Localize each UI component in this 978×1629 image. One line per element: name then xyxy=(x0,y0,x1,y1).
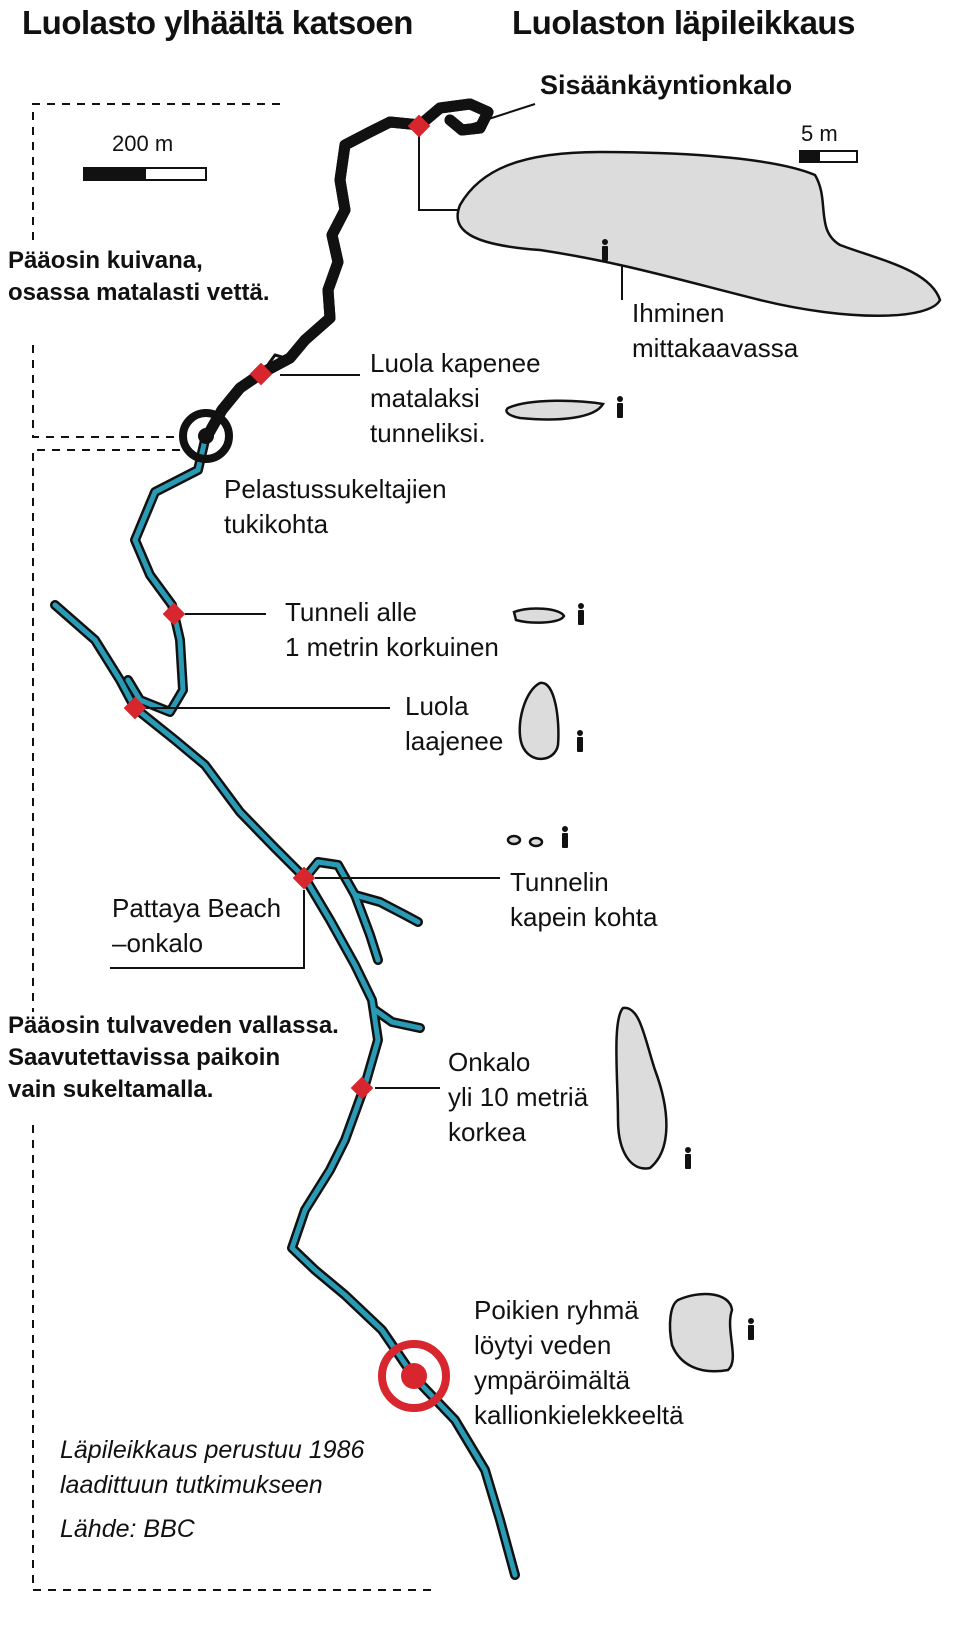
label-entrance: Sisäänkäyntionkalo xyxy=(540,70,793,100)
footer-note: Läpileikkaus perustuu 1986 laadittuun tu… xyxy=(60,1433,364,1503)
label-line: 1 metrin korkuinen xyxy=(285,632,499,662)
section-widens xyxy=(518,681,560,761)
label-line: ympäröimältä xyxy=(474,1365,631,1395)
zone-dry-line: osassa matalasti vettä. xyxy=(8,279,270,306)
map-scale-bar xyxy=(83,167,207,181)
section-scale-bar xyxy=(799,150,858,163)
label-boys-found: Poikien ryhmä löytyi veden ympäröimältä … xyxy=(474,1293,684,1433)
diver-base-marker xyxy=(179,409,233,463)
map-scale-label: 200 m xyxy=(112,131,174,156)
human-icon xyxy=(748,1318,754,1340)
section-scale-label: 5 m xyxy=(801,121,838,146)
label-line: korkea xyxy=(448,1117,527,1147)
cross-sections xyxy=(456,150,942,1373)
label-line: mittakaavassa xyxy=(632,333,799,363)
label-line: löytyi veden xyxy=(474,1330,612,1360)
marker-diamond-low-tunnel xyxy=(162,602,186,626)
label-line: Poikien ryhmä xyxy=(474,1295,639,1325)
section-narrowest-b xyxy=(528,836,544,848)
zone-flooded-line: Pääosin tulvaveden vallassa. xyxy=(8,1012,339,1039)
zone-flooded: Pääosin tulvaveden vallassa. Saavutettav… xyxy=(8,1010,339,1106)
footer-note-line: laadittuun tutkimukseen xyxy=(60,1471,323,1499)
human-icon xyxy=(685,1147,691,1169)
label-widens: Luola laajenee xyxy=(405,689,503,759)
section-low-tunnel xyxy=(512,607,566,624)
boys-location-marker xyxy=(378,1340,450,1412)
dry-passage xyxy=(199,98,494,446)
section-chamber xyxy=(615,1006,668,1170)
label-line: Luola kapenee xyxy=(370,348,541,378)
title-top-view: Luolasto ylhäältä katsoen xyxy=(22,4,413,41)
human-icon xyxy=(578,603,584,625)
marker-diamond-narrowest xyxy=(292,866,316,890)
label-line: –onkalo xyxy=(112,928,204,958)
section-entrance xyxy=(456,150,942,317)
zone-flooded-line: Saavutettavissa paikoin xyxy=(8,1044,281,1071)
footer-source: Lähde: BBC xyxy=(60,1515,195,1543)
label-line: laajenee xyxy=(405,726,504,756)
label-low-tunnel: Tunneli alle 1 metrin korkuinen xyxy=(285,595,499,665)
label-line: kapein kohta xyxy=(510,902,658,932)
title-cross-section: Luolaston läpileikkaus xyxy=(512,4,855,41)
label-line: Ihminen xyxy=(632,298,725,328)
zone-dry: Pääosin kuivana, osassa matalasti vettä. xyxy=(8,245,269,309)
label-line: Onkalo xyxy=(448,1047,531,1077)
label-pattaya-beach: Pattaya Beach –onkalo xyxy=(112,891,281,961)
label-line: Pelastussukeltajien xyxy=(224,474,447,504)
label-line: Tunnelin xyxy=(510,867,609,897)
label-line: tukikohta xyxy=(224,509,329,539)
section-narrows xyxy=(505,399,605,421)
label-line: yli 10 metriä xyxy=(448,1082,589,1112)
human-icon xyxy=(617,396,623,418)
section-narrowest-a xyxy=(506,834,522,846)
label-line: tunneliksi. xyxy=(370,418,486,448)
human-figures xyxy=(562,239,754,1340)
zone-dry-line: Pääosin kuivana, xyxy=(8,247,203,274)
label-line: Tunneli alle xyxy=(285,597,418,627)
label-human-scale: Ihminen mittakaavassa xyxy=(632,296,798,366)
label-line: Luola xyxy=(405,691,469,721)
marker-diamond-chamber xyxy=(350,1076,374,1100)
section-boys xyxy=(668,1292,735,1373)
label-narrowest: Tunnelin kapein kohta xyxy=(510,865,657,935)
label-diver-base: Pelastussukeltajien tukikohta xyxy=(224,472,447,542)
label-narrows: Luola kapenee matalaksi tunneliksi. xyxy=(370,346,541,451)
label-chamber: Onkalo yli 10 metriä korkea xyxy=(448,1045,588,1150)
footer-note-line: Läpileikkaus perustuu 1986 xyxy=(60,1436,365,1464)
label-line: kallionkielekkeeltä xyxy=(474,1400,684,1430)
zone-flooded-line: vain sukeltamalla. xyxy=(8,1076,214,1103)
human-icon xyxy=(577,730,583,752)
label-line: matalaksi xyxy=(370,383,480,413)
human-icon xyxy=(562,826,568,848)
label-line: Pattaya Beach xyxy=(112,893,282,923)
zone-brackets xyxy=(32,103,432,1591)
human-icon xyxy=(602,239,608,261)
